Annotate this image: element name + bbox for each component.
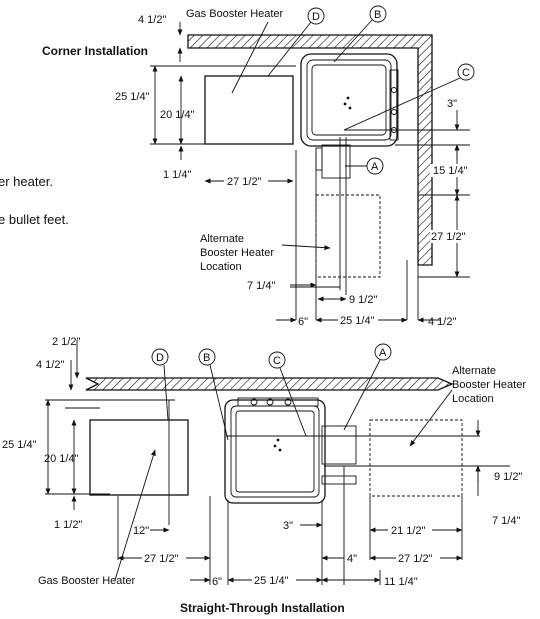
straight-dim-alt-21: 21 1/2" [391, 525, 426, 537]
straight-dim-pipe-9: 9 1/2" [494, 471, 522, 483]
corner-dim-inner-height: 20 1/4" [160, 109, 195, 121]
corner-dim-side-27: 27 1/2" [431, 231, 466, 243]
svg-text:B: B [374, 9, 381, 21]
corner-callout-a: A [366, 157, 384, 175]
margin-text-line1: er heater. [0, 174, 53, 189]
svg-text:A: A [379, 347, 387, 359]
leader-corner-d [267, 21, 312, 77]
leader-straight-d [163, 364, 169, 421]
corner-installation: Corner Installation Gas Booster Heater 4… [42, 5, 475, 328]
straight-dim-bottom-gap: 1 1/2" [54, 519, 82, 531]
straight-dim-top-4: 4 1/2" [36, 359, 64, 371]
straight-booster-heater [89, 419, 189, 496]
straight-alt-label-2: Booster Heater [452, 379, 526, 391]
leader-straight-heater [114, 449, 156, 581]
straight-dim-top-2: 2 1/2" [52, 336, 80, 348]
straight-alt-label-1: Alternate [452, 365, 496, 377]
svg-text:A: A [371, 161, 379, 173]
straight-dim-unit-width: 25 1/4" [254, 575, 289, 587]
corner-callout-b: B [369, 5, 387, 23]
leader-straight-a [343, 359, 381, 431]
corner-dim-wall-right: 4 1/2" [428, 316, 456, 328]
corner-dim-gap-6: 6" [298, 316, 308, 328]
corner-title: Corner Installation [42, 44, 148, 58]
straight-callout-c: C [268, 351, 286, 369]
straight-dim-offset-12: 12" [133, 525, 149, 537]
leader-corner-b [333, 19, 373, 63]
straight-booster-label: Gas Booster Heater [38, 575, 136, 587]
corner-dim-heater-width: 27 1/2" [227, 176, 262, 188]
svg-text:D: D [156, 352, 164, 364]
straight-dim-alt-7: 7 1/4" [492, 515, 520, 527]
straight-callout-a: A [374, 343, 392, 361]
straight-installation: 2 1/2" 4 1/2" 25 1/4" 20 1/4" 1 1/2" 12"… [2, 336, 526, 615]
svg-text:B: B [203, 352, 210, 364]
straight-dim-heater-width: 27 1/2" [144, 553, 179, 565]
straight-dishwasher [224, 397, 357, 504]
corner-dim-unit-width: 25 1/4" [340, 315, 375, 327]
corner-dim-bottom-gap: 1 1/4" [163, 169, 191, 181]
corner-alt-label-2: Booster Heater [200, 247, 274, 259]
corner-alt-label-3: Location [200, 261, 242, 273]
leader-corner-heater [231, 21, 269, 94]
svg-text:C: C [462, 67, 470, 79]
corner-booster-label: Gas Booster Heater [186, 8, 284, 20]
leader-corner-alt [281, 244, 331, 251]
corner-alternate-location [315, 194, 381, 278]
margin-text-line2: e bullet feet. [0, 212, 69, 227]
straight-alternate-location [369, 419, 463, 497]
corner-dim-pipe-9: 9 1/2" [349, 294, 377, 306]
corner-dim-alt-offset: 7 1/4" [247, 280, 275, 292]
corner-dim-side-15: 15 1/4" [433, 165, 468, 177]
straight-dim-pipe-4: 4" [347, 553, 357, 565]
leader-straight-b [209, 364, 229, 441]
straight-dim-inner-height: 20 1/4" [44, 453, 79, 465]
corner-dishwasher [300, 53, 399, 179]
leader-corner-c [343, 77, 461, 131]
straight-callout-d: D [151, 348, 169, 366]
straight-alt-label-3: Location [452, 393, 494, 405]
corner-callout-c: C [457, 63, 475, 81]
corner-dim-wall-top: 4 1/2" [138, 14, 166, 26]
svg-text:D: D [312, 11, 320, 23]
straight-dim-outer-height: 25 1/4" [2, 439, 37, 451]
straight-dim-pipe-3: 3" [283, 520, 293, 532]
corner-booster-heater [204, 75, 294, 145]
straight-dim-gap-6: 6" [212, 576, 222, 588]
straight-dim-pipe-11: 11 1/4" [384, 576, 418, 588]
corner-dim-outer-height: 25 1/4" [115, 91, 150, 103]
corner-wall [187, 34, 433, 266]
straight-title: Straight-Through Installation [180, 601, 345, 615]
leader-straight-c [279, 367, 307, 437]
leader-straight-alt [409, 389, 453, 447]
corner-dim-pipe-offset: 3" [447, 98, 457, 110]
corner-callout-d: D [307, 7, 325, 25]
straight-wall [85, 377, 454, 391]
svg-text:C: C [273, 355, 281, 367]
straight-callout-b: B [198, 348, 216, 366]
straight-dim-alt-27: 27 1/2" [398, 553, 433, 565]
corner-alt-label-1: Alternate [200, 233, 244, 245]
